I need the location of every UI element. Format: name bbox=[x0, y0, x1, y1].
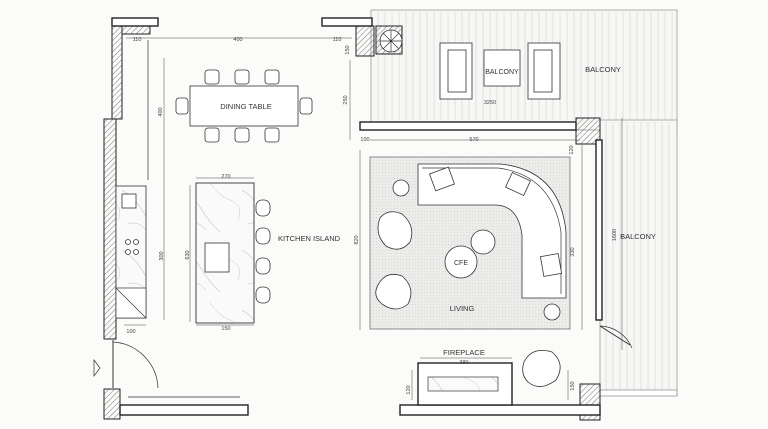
fireplace-unit bbox=[417, 362, 513, 406]
dim-living-v2: 330 bbox=[570, 247, 576, 256]
dining-chair bbox=[264, 127, 280, 143]
label-coffee-table: CFE bbox=[454, 260, 468, 267]
dim-living-top: 570 bbox=[469, 137, 478, 143]
label-dining-table: DINING TABLE bbox=[220, 102, 271, 111]
dining-chair bbox=[175, 97, 189, 115]
label-balcony-right: BALCONY bbox=[620, 232, 656, 241]
label-balcony-top: BALCONY bbox=[585, 65, 621, 74]
dim-living-left: 100 bbox=[360, 137, 369, 143]
dim-dining-v: 400 bbox=[158, 107, 164, 116]
living-area bbox=[369, 156, 571, 387]
dim-fireplace-width: 380 bbox=[459, 360, 468, 366]
dining-chair bbox=[234, 127, 250, 143]
dim-island-bottom: 150 bbox=[221, 326, 230, 332]
dining-chair bbox=[264, 69, 280, 85]
balcony-furniture bbox=[379, 29, 561, 100]
dim-bottom-right: 150 bbox=[570, 381, 576, 390]
dim-right-v: 1600 bbox=[612, 229, 618, 241]
kitchen-island bbox=[195, 182, 271, 324]
dim-dining-h2: 250 bbox=[343, 95, 349, 104]
dim-top-left: 110 bbox=[133, 37, 142, 43]
bar-stool bbox=[255, 227, 271, 245]
bar-stool bbox=[255, 199, 271, 217]
dim-balcony-width: 3250 bbox=[484, 100, 496, 106]
dim-top-side: 150 bbox=[345, 45, 351, 54]
kitchen-counter bbox=[115, 40, 149, 319]
dimension-labels: 110 400 110 150 400 250 3250 570 100 120… bbox=[126, 37, 618, 395]
dining-chair bbox=[204, 127, 220, 143]
walls bbox=[103, 17, 603, 421]
dim-island-v2: 300 bbox=[159, 251, 165, 260]
dim-living-right-v: 120 bbox=[569, 145, 575, 154]
dim-top-right: 110 bbox=[333, 37, 342, 43]
dim-island-top: 270 bbox=[221, 174, 230, 180]
label-balcony-inner: BALCONY bbox=[485, 69, 519, 76]
dim-kitchen-bottom: 100 bbox=[126, 329, 135, 335]
dim-island-v: 630 bbox=[185, 250, 191, 259]
dim-living-v: 820 bbox=[354, 235, 360, 244]
room-labels: DINING TABLE KITCHEN ISLAND LIVING BALCO… bbox=[220, 65, 656, 357]
dimension-lines bbox=[124, 37, 623, 400]
label-kitchen-island: KITCHEN ISLAND bbox=[278, 234, 341, 243]
balcony-door bbox=[599, 325, 633, 349]
dining-chair bbox=[299, 97, 313, 115]
dining-table bbox=[175, 69, 313, 143]
dim-top-main: 400 bbox=[233, 37, 242, 43]
label-living: LIVING bbox=[450, 304, 475, 313]
dining-chair bbox=[234, 69, 250, 85]
dim-fireplace-v: 120 bbox=[406, 385, 412, 394]
label-fireplace: FIREPLACE bbox=[443, 348, 485, 357]
bar-stool bbox=[255, 286, 271, 304]
entry-door bbox=[93, 340, 159, 389]
dining-chair bbox=[204, 69, 220, 85]
balcony-deck bbox=[370, 9, 678, 397]
bar-stool bbox=[255, 257, 271, 275]
